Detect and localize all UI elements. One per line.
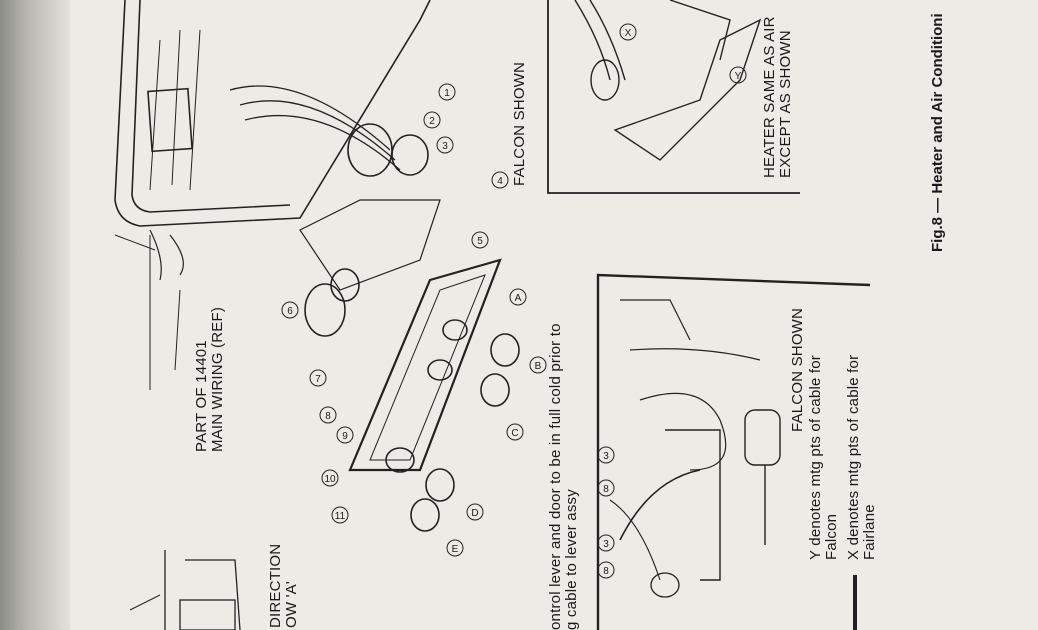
callout-text: X xyxy=(625,28,632,39)
heater-same-label: HEATER SAME AS AIR EXCEPT AS SHOWN xyxy=(761,16,794,178)
callout-text: 3 xyxy=(603,451,609,462)
main-wiring-line2: MAIN WIRING (REF) xyxy=(208,306,226,452)
callout-text: D xyxy=(471,508,478,519)
falcon-shown-bottom: FALCON SHOWN xyxy=(789,307,806,432)
callout-5: 6 xyxy=(281,301,299,319)
direction-line2: OW 'A' xyxy=(282,581,300,628)
callout-text: A xyxy=(515,293,522,304)
installation-note: ontrol lever and door to be in full cold… xyxy=(547,323,580,630)
legend-x-line1: X denotes mtg pts of cable for xyxy=(845,354,862,560)
falcon-shown-top: FALCON SHOWN xyxy=(511,61,528,186)
callout-10: B xyxy=(529,356,547,374)
callout-text: Y xyxy=(735,71,742,82)
callout-text: 3 xyxy=(442,141,448,152)
note-line2: g cable to lever assy xyxy=(562,489,580,630)
callout-text: 3 xyxy=(603,539,609,550)
falcon-shown-bottom-label: FALCON SHOWN xyxy=(789,307,806,432)
callout-38: 8 xyxy=(597,479,615,497)
page-binding-shadow xyxy=(0,0,70,630)
callout-text: 1 xyxy=(444,88,450,99)
callout-text: 7 xyxy=(315,374,321,385)
callout-text: 6 xyxy=(287,306,293,317)
callout-8-top: X xyxy=(619,23,637,41)
callout-text: B xyxy=(535,361,542,372)
callout-4: 11 xyxy=(331,506,349,524)
heater-same-line1: HEATER SAME AS AIR xyxy=(761,16,778,178)
callout-text: 9 xyxy=(342,431,348,442)
callout-text: 2 xyxy=(429,116,435,127)
callout-2: 10 xyxy=(321,469,339,487)
legend-y: Y denotes mtg pts of cable for Falcon xyxy=(807,354,840,560)
heater-same-line2: EXCEPT AS SHOWN xyxy=(776,30,794,178)
callout-e: 7 xyxy=(309,369,327,387)
housing-inner xyxy=(131,0,291,213)
callout-a: 3 xyxy=(597,446,615,464)
callout-d: 9 xyxy=(336,426,354,444)
direction-line1: DIRECTION xyxy=(267,543,284,628)
main-wiring-label: PART OF 14401 MAIN WIRING (REF) xyxy=(193,306,226,452)
callout-text: 5 xyxy=(477,236,483,247)
callout-text: 8 xyxy=(603,484,609,495)
callout-c: 4 xyxy=(491,171,509,189)
callout-1: 1 xyxy=(438,83,456,101)
callout-b: 5 xyxy=(471,231,489,249)
callout-text: 4 xyxy=(497,176,503,187)
callout-8-top2: Y xyxy=(729,66,747,84)
callout-3b: 8 xyxy=(319,406,337,424)
callout-x: 8 xyxy=(597,561,615,579)
callout-text: 8 xyxy=(325,411,331,422)
legend-x: X denotes mtg pts of cable for Fairlane xyxy=(845,354,878,560)
callout-text: 8 xyxy=(603,566,609,577)
figure-caption-text: Fig.8 — Heater and Air Conditioni xyxy=(929,13,946,252)
legend-y-line2: Falcon xyxy=(822,513,840,560)
callout-6: D xyxy=(466,503,484,521)
callout-text: 10 xyxy=(324,474,336,485)
callout-9: A xyxy=(509,288,527,306)
callout-y: 3 xyxy=(597,534,615,552)
callout-7: 2 xyxy=(423,111,441,129)
housing-outline xyxy=(114,0,431,227)
callout-8a: E xyxy=(446,539,464,557)
legend-x-line2: Fairlane xyxy=(860,504,878,560)
callout-text: C xyxy=(511,428,518,439)
figure-caption: Fig.8 — Heater and Air Conditioni xyxy=(929,13,946,252)
note-line1: ontrol lever and door to be in full cold… xyxy=(547,323,564,630)
callout-text: 11 xyxy=(335,511,346,522)
direction-label: DIRECTION OW 'A' xyxy=(267,543,300,628)
callout-3: 3 xyxy=(436,136,454,154)
callout-11: C xyxy=(506,423,524,441)
main-wiring-line1: PART OF 14401 xyxy=(193,340,210,452)
legend-y-line1: Y denotes mtg pts of cable for xyxy=(807,354,824,560)
falcon-shown-top-label: FALCON SHOWN xyxy=(511,61,528,186)
callout-text: E xyxy=(452,544,459,555)
